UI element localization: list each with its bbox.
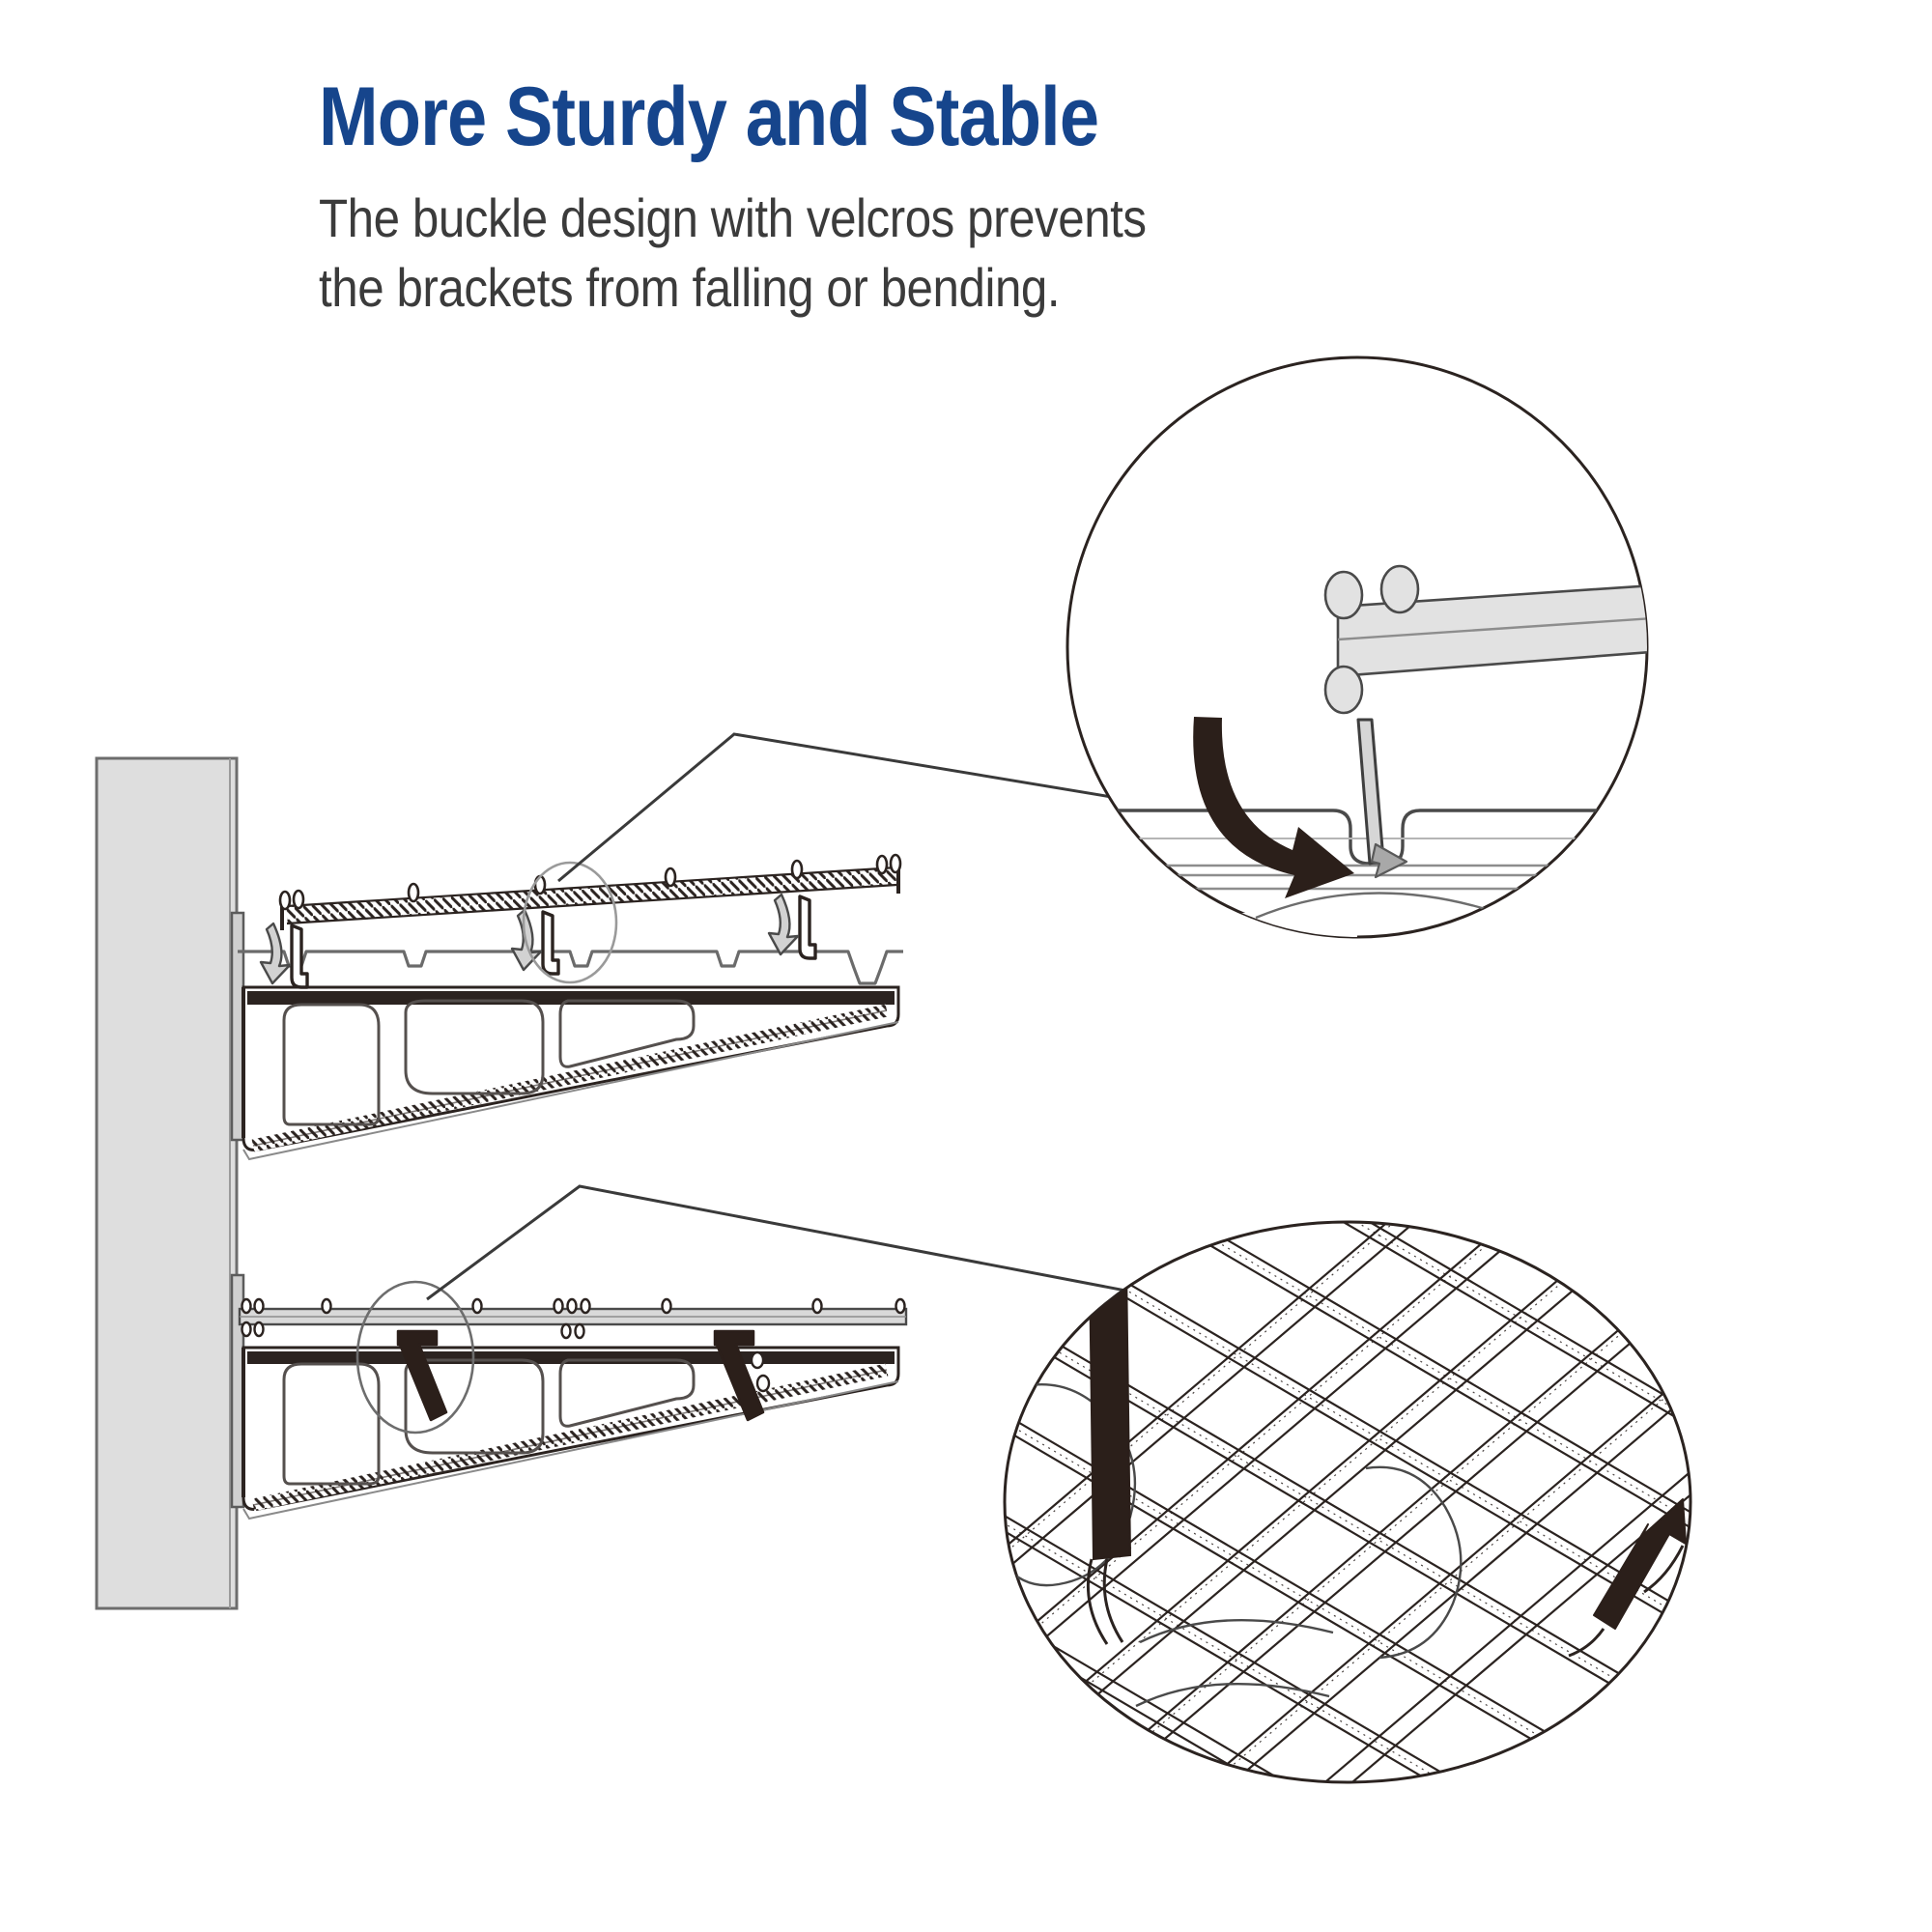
subtitle-line-1: The buckle design with velcros prevents	[319, 187, 1147, 248]
bracket-cutouts	[282, 999, 696, 1126]
velcro-thread-arrow	[1593, 1498, 1687, 1630]
velcro-rail-closed	[238, 1297, 908, 1340]
buckle-fastened	[396, 1329, 771, 1422]
callout-ellipse-velcro	[1003, 1220, 1692, 1784]
wall-panel	[95, 756, 239, 1610]
upper-bracket	[230, 853, 903, 1161]
velcro-rail-open	[278, 853, 902, 930]
callout-marker-velcro	[355, 1280, 475, 1435]
page-subtitle: The buckle design with velcros prevents …	[319, 184, 1509, 322]
page-title: More Sturdy and Stable	[319, 71, 1099, 163]
bracket-body	[242, 985, 900, 1161]
buckle-lock-arrow	[1370, 842, 1408, 879]
subtitle-line-2: the brackets from falling or bending.	[319, 256, 1061, 318]
buckle-rotate-arrow	[1193, 717, 1354, 898]
lower-bracket	[230, 1273, 908, 1520]
strap-band	[1323, 564, 1647, 715]
mesh-wires-main	[1005, 1222, 1690, 1782]
bracket-body-lower	[242, 1346, 900, 1520]
bracket-top-flange	[238, 950, 903, 985]
buckle-clips-open	[290, 895, 817, 989]
velcro-strap-through-mesh	[1088, 1264, 1132, 1561]
text-block: More Sturdy and Stable The buckle design…	[319, 75, 1671, 322]
callout-marker-buckle	[522, 861, 618, 984]
callout-velcro-mesh	[355, 1184, 1692, 1784]
